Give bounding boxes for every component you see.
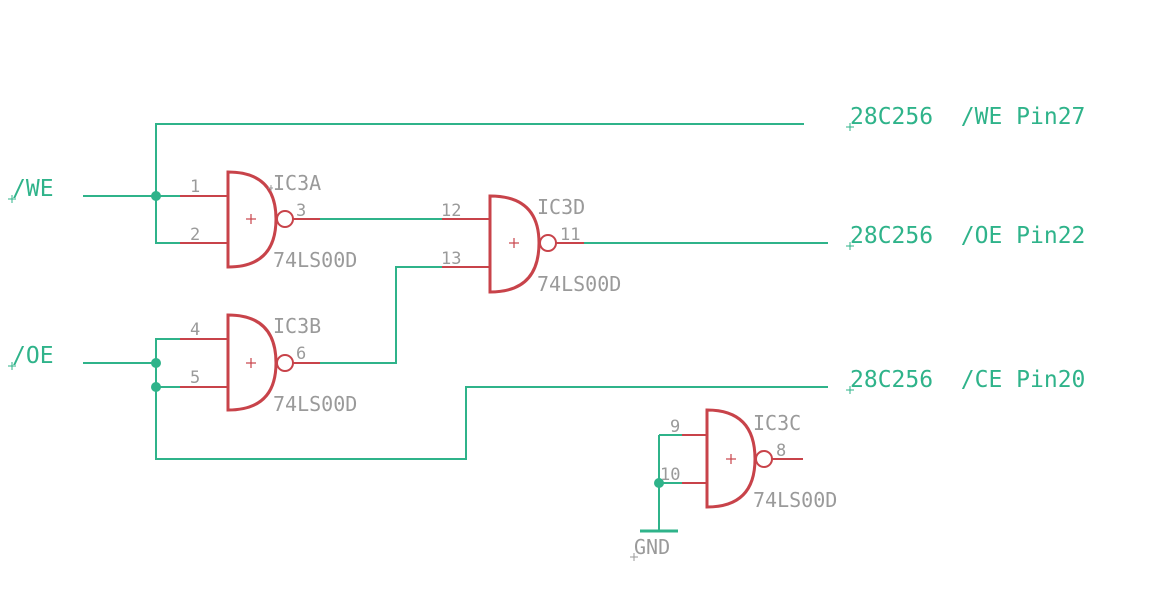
net-label-oe[interactable]: /OE [12,343,54,369]
ic3c-value: 74LS00D [753,488,837,512]
ic3a-value: 74LS00D [273,248,357,272]
ic3a-name: IC3A [273,171,321,195]
net-label-we-pin27[interactable]: 28C256 /WE Pin27 [850,104,1085,130]
ic3c-name: IC3C [753,411,801,435]
ic3a-pin-a: 1 [190,177,200,197]
ic3d-pin-out: 11 [560,225,580,245]
junction-we [151,191,161,201]
wire-oe-to-ic3b-pin5 [155,363,180,388]
gate-ic3a[interactable]: 1 2 3 IC3A 74LS00D [180,170,357,272]
ic3c-pin-b: 10 [660,465,680,485]
ic3d-pin-a: 12 [441,201,461,221]
ic3b-pin-out: 6 [296,344,306,364]
gate-ic3c[interactable]: 9 10 8 IC3C 74LS00D [660,408,837,512]
ic3a-pin-out: 3 [296,201,306,221]
junction-oe-ce [151,382,161,392]
wire-oe-to-pin20 [155,386,828,460]
ic3b-pin-a: 4 [190,320,200,340]
wire-we-to-pin27 [155,123,804,196]
gate-ic3b[interactable]: 4 5 6 IC3B 74LS00D [180,313,357,416]
wire-ic3b-to-ic3d [320,266,442,364]
ic3d-pin-b: 13 [441,249,461,269]
ic3d-value: 74LS00D [537,272,621,296]
net-label-we[interactable]: /WE [12,176,54,202]
ic3b-pin-b: 5 [190,368,200,388]
net-label-ce-pin20[interactable]: 28C256 /CE Pin20 [850,367,1085,393]
wire-oe-to-ic3b-pin4 [155,338,180,363]
wire-we-to-ic3a-pin2 [155,196,180,244]
junction-oe [151,358,161,368]
gnd-label: GND [634,535,670,559]
net-label-oe-pin22[interactable]: 28C256 /OE Pin22 [850,223,1085,249]
ic3d-name: IC3D [537,195,585,219]
ic3c-pin-out: 8 [776,441,786,461]
net-labels: /WE /OE 28C256 /WE Pin27 28C256 /OE Pin2… [8,104,1085,561]
gate-ic3d[interactable]: 12 13 11 IC3D 74LS00D [441,194,621,296]
junction-gnd [654,478,664,488]
ic3b-name: IC3B [273,314,321,338]
ic3b-value: 74LS00D [273,392,357,416]
ic3c-pin-a: 9 [670,417,680,437]
junctions [151,191,664,488]
ic3a-pin-b: 2 [190,225,200,245]
